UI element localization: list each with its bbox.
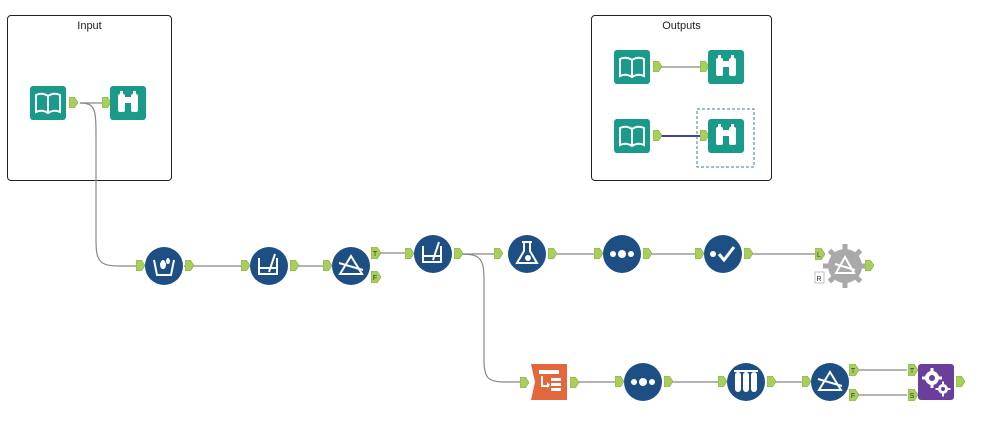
dots-icon	[631, 378, 655, 386]
tile-tool-2[interactable]	[615, 363, 673, 401]
book-icon	[619, 56, 645, 79]
book-icon	[619, 125, 645, 148]
connection-formula2-crosstab[interactable]	[459, 253, 520, 383]
svg-text:F: F	[851, 393, 855, 400]
output-browse-tool-1[interactable]	[700, 50, 744, 84]
svg-text:S: S	[910, 393, 915, 400]
binoculars-icon	[118, 91, 138, 112]
table-icon	[539, 370, 561, 391]
dots-icon	[610, 250, 634, 258]
gears-icon	[922, 368, 951, 397]
cross-tab-tool[interactable]	[520, 364, 579, 400]
anchor-true[interactable]: T	[371, 247, 381, 259]
svg-text:T: T	[373, 251, 378, 258]
svg-text:T: T	[910, 368, 915, 375]
data-cleansing-tool[interactable]	[136, 247, 194, 285]
anchor-true[interactable]: T	[849, 364, 859, 376]
book-icon	[35, 92, 61, 115]
svg-text:L: L	[817, 252, 821, 259]
anchor-true[interactable]: T	[908, 364, 918, 376]
binoculars-icon	[716, 124, 736, 145]
formula-tool-2[interactable]	[405, 235, 463, 273]
svg-text:R: R	[816, 276, 821, 283]
gear-icon	[823, 244, 867, 288]
beaker-icon	[422, 241, 442, 263]
anchor-false[interactable]: F	[849, 389, 859, 401]
macro-tool[interactable]: T S	[908, 364, 965, 401]
output-browse-tool-2[interactable]	[696, 108, 755, 168]
input-data-tool[interactable]	[30, 86, 78, 120]
filter-icon	[338, 254, 364, 275]
connection-input-cleanse[interactable]	[79, 102, 138, 267]
anchor-right[interactable]: R	[814, 271, 825, 284]
connections	[79, 66, 907, 396]
outputs-container[interactable]: Outputs	[591, 15, 772, 181]
bucket-icon	[153, 258, 175, 276]
anchor-left[interactable]: L	[815, 248, 825, 260]
anchor-false[interactable]: F	[371, 271, 381, 283]
output-input-tool-2[interactable]	[614, 119, 662, 153]
tile-tool-1[interactable]	[594, 235, 652, 273]
svg-text:T: T	[851, 368, 856, 375]
svg-text:F: F	[373, 275, 377, 282]
join-tool-disabled[interactable]: L R	[814, 244, 874, 288]
browse-tool[interactable]	[102, 86, 146, 120]
filter-tool-1[interactable]: T F	[323, 247, 381, 285]
filter-icon	[817, 370, 843, 391]
binoculars-icon	[716, 55, 736, 76]
test-tubes-icon	[734, 370, 758, 392]
selection-box	[696, 108, 755, 168]
check-icon	[710, 246, 736, 263]
test-tubes-tool[interactable]	[718, 363, 776, 401]
output-input-tool-1[interactable]	[614, 50, 662, 84]
test-tool[interactable]	[494, 235, 557, 273]
input-container-title: Input	[77, 20, 102, 32]
outputs-container-title: Outputs	[662, 20, 701, 32]
anchor-source[interactable]: S	[908, 389, 918, 401]
flask-icon	[515, 241, 539, 264]
beaker-icon	[258, 253, 278, 275]
formula-tool-1[interactable]	[241, 247, 299, 285]
check-tool[interactable]	[695, 235, 753, 273]
filter-tool-2[interactable]: T F	[802, 363, 859, 401]
